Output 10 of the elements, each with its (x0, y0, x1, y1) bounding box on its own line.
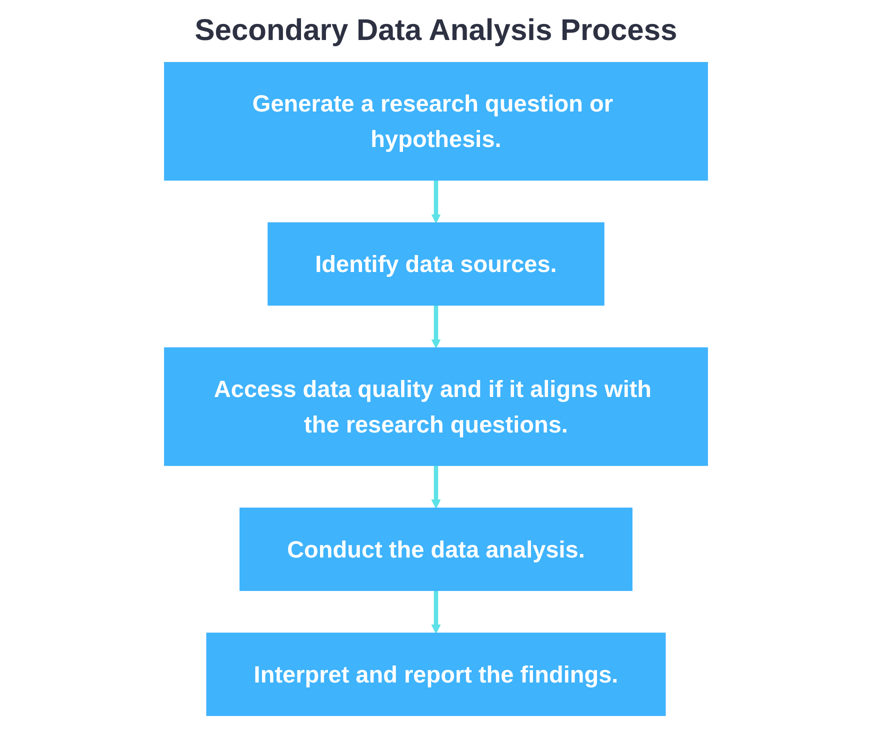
node-box: Identify data sources. (268, 222, 604, 306)
node-box: Interpret and report the findings. (206, 632, 666, 716)
arrow (431, 590, 441, 634)
node-box: Generate a research question or hypothesis. (164, 62, 708, 181)
arrow (431, 180, 441, 224)
node-box: Access data quality and if it aligns with the research questions. (164, 347, 708, 466)
diagram-title: Secondary Data Analysis Process (194, 14, 678, 48)
node-box: Conduct the data analysis. (240, 508, 632, 591)
arrow (431, 305, 441, 348)
arrow (431, 465, 441, 509)
